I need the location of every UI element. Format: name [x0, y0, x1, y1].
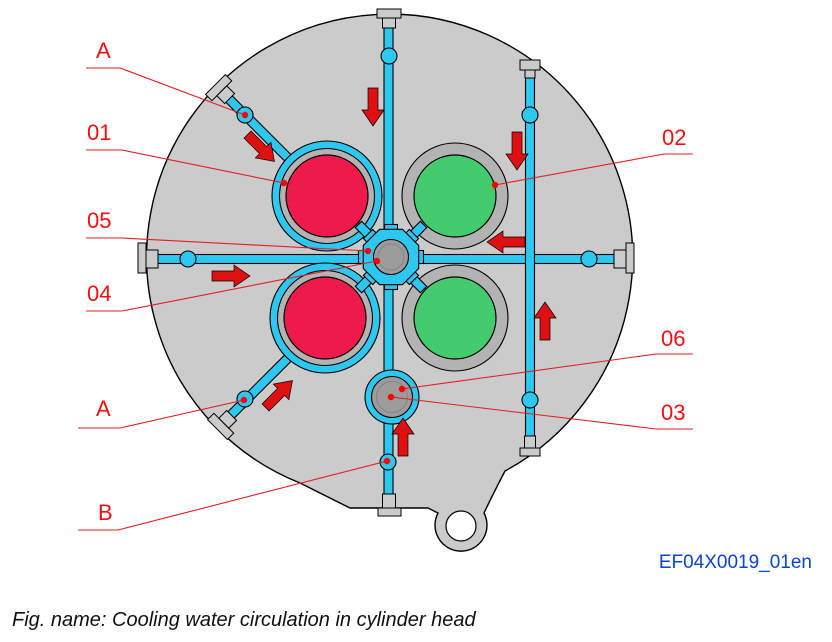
- leader-line-01: [86, 149, 285, 184]
- flow-arrows: [211, 87, 557, 457]
- label-04: 04: [87, 281, 111, 306]
- flow-arrow-up-bottom-center: [391, 417, 415, 457]
- leader-line-a-lower: [78, 399, 245, 429]
- flow-arrow-diag-lower-left: [261, 380, 293, 412]
- mounting-lug-hole: [445, 510, 477, 542]
- valve-left: [179, 250, 197, 268]
- cylinder-top-right-bore: [413, 154, 497, 238]
- leader-dot-03: [387, 393, 395, 401]
- port-bottom-center: [377, 493, 402, 517]
- leader-line-02: [494, 153, 693, 186]
- leader-lines: [78, 67, 693, 531]
- label-a-upper: A: [96, 38, 111, 63]
- channel-junction-patch: [526, 255, 534, 263]
- leader-dot-b: [383, 457, 391, 465]
- figure-code: EF04X0019_01en: [659, 552, 812, 573]
- valve-right: [580, 250, 598, 268]
- leader-line-03: [390, 396, 693, 430]
- port-lower-left-diagonal: [206, 409, 238, 441]
- valve-top-center: [380, 47, 398, 65]
- label-02: 02: [662, 125, 686, 150]
- label-03: 03: [661, 400, 685, 425]
- label-b: B: [98, 500, 113, 525]
- cylinder-bottom-left-bore: [283, 276, 367, 360]
- leader-line-05: [86, 237, 369, 252]
- cylinder-top-left-bore: [285, 154, 369, 238]
- port-upper-left-diagonal: [204, 73, 236, 105]
- cylinder-bottom-left: [269, 262, 381, 374]
- leader-dot-a-upper: [241, 111, 249, 119]
- center-bore-core: [372, 238, 410, 276]
- label-01: 01: [87, 120, 111, 145]
- flow-arrow-up-right-bottom: [533, 301, 557, 341]
- leader-line-b: [78, 460, 388, 531]
- leader-dot-06: [398, 385, 406, 393]
- port-left: [137, 242, 159, 274]
- port-bottom-right: [519, 435, 541, 457]
- leader-dot-05: [364, 247, 372, 255]
- label-06: 06: [661, 326, 685, 351]
- label-05: 05: [87, 208, 111, 233]
- leader-dot-a-lower: [240, 396, 248, 404]
- port-top-right: [519, 59, 541, 79]
- cylinder-bottom-right-bore: [413, 276, 497, 360]
- cylinder-bottom-right: [401, 264, 509, 372]
- leader-line-04: [86, 260, 378, 312]
- center-bore: [357, 223, 425, 291]
- valve-top-right: [521, 106, 539, 124]
- flow-arrow-left-right-channel: [486, 230, 526, 254]
- label-a-lower: A: [96, 396, 111, 421]
- cylinder-top-left: [271, 140, 383, 252]
- center-bore-core-detail: [377, 243, 405, 271]
- flow-arrow-down-top-center: [361, 87, 385, 127]
- flow-arrow-diag-upper-left: [243, 130, 275, 162]
- leader-dot-01: [280, 179, 288, 187]
- port-top-center: [376, 8, 402, 29]
- valve-bottom-right: [521, 391, 539, 409]
- flow-arrow-down-top-right: [505, 131, 529, 171]
- leader-line-a-upper: [86, 67, 246, 116]
- port-right: [613, 242, 635, 274]
- leader-line-06: [401, 353, 693, 390]
- flow-arrow-right-left-channel: [211, 264, 251, 288]
- figure-caption: Fig. name: Cooling water circulation in …: [12, 609, 476, 631]
- small-bore-core-detail: [376, 381, 408, 413]
- leader-dot-02: [491, 181, 499, 189]
- cylinder-top-right: [401, 142, 509, 250]
- leader-dot-04: [373, 257, 381, 265]
